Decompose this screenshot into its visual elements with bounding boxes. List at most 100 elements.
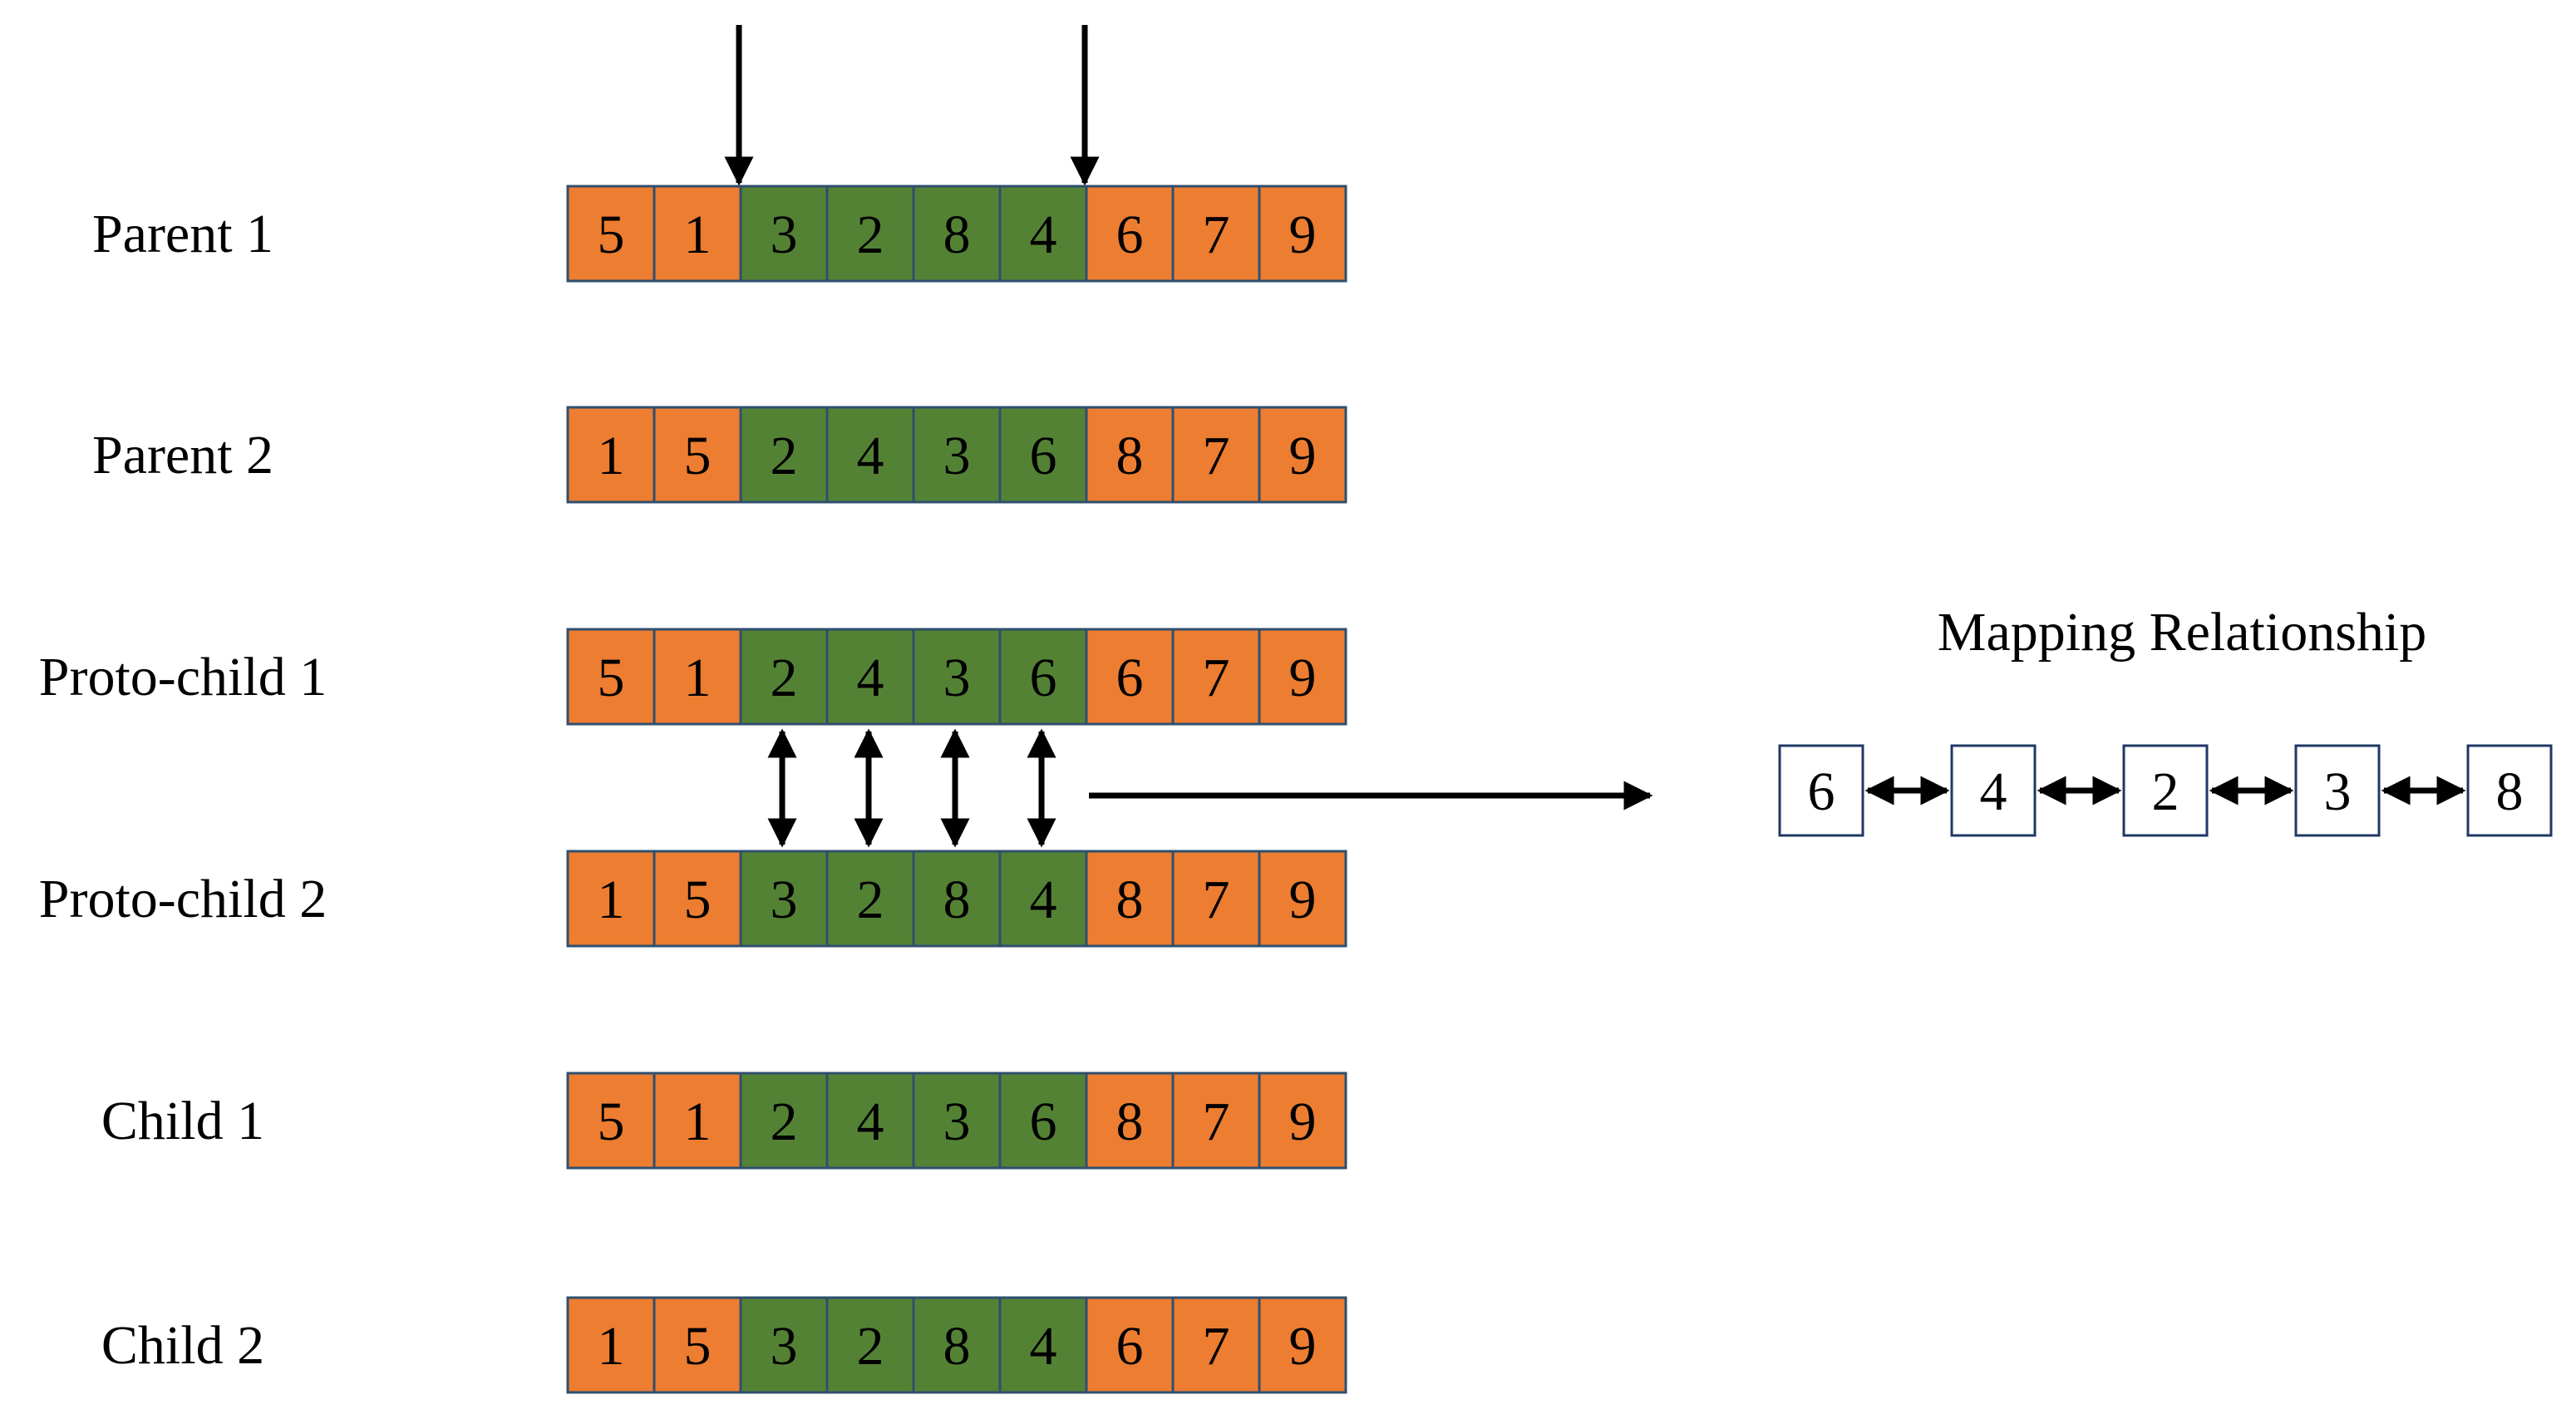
gene-cell: [1171, 850, 1261, 948]
gene-value: 8: [943, 1316, 971, 1377]
gene-value: 8: [943, 204, 971, 265]
gene-cell: [739, 628, 829, 726]
gene-cell: [1085, 185, 1175, 283]
gene-value: 9: [1289, 426, 1317, 486]
gene-value: 6: [1116, 204, 1144, 265]
gene-value: 8: [1116, 870, 1144, 930]
gene-cell: [1085, 406, 1175, 504]
gene-cell: [653, 628, 742, 726]
gene-cell: [1258, 406, 1347, 504]
mapping-box: [2294, 744, 2381, 837]
gene-cell: [1171, 628, 1261, 726]
gene-value: 2: [857, 1316, 884, 1377]
gene-value: 6: [1116, 648, 1144, 708]
gene-value: 7: [1203, 870, 1230, 930]
swap-arrows: [767, 728, 1057, 848]
gene-cell: [912, 850, 1002, 948]
row-label: Proto-child 2: [39, 869, 327, 929]
gene-value: 1: [598, 1316, 625, 1377]
gene-value: 5: [598, 204, 625, 265]
gene-value: 2: [771, 426, 798, 486]
gene-cell: [912, 628, 1002, 726]
gene-cell: [739, 1072, 829, 1170]
gene-value: 1: [684, 204, 712, 265]
gene-cell: [825, 628, 915, 726]
gene-value: 5: [598, 648, 625, 708]
gene-value: 3: [771, 870, 798, 930]
gene-value: 7: [1203, 648, 1230, 708]
gene-value: 6: [1030, 648, 1057, 708]
gene-cell: [1171, 406, 1261, 504]
gene-value: 1: [598, 426, 625, 486]
mapping-box: [1778, 744, 1864, 837]
gene-cell: [825, 185, 915, 283]
gene-cell: [1258, 1296, 1347, 1394]
gene-cell: [998, 185, 1088, 283]
gene-value: 1: [684, 1091, 712, 1152]
gene-cell: [998, 628, 1088, 726]
gene-value: 2: [857, 204, 884, 265]
gene-value: 4: [1030, 204, 1057, 265]
row-label: Parent 2: [92, 425, 273, 485]
gene-cell: [1171, 1296, 1261, 1394]
gene-value: 6: [1030, 1091, 1057, 1152]
gene-cell: [912, 1296, 1002, 1394]
gene-value: 3: [943, 426, 971, 486]
gene-cell: [739, 185, 829, 283]
gene-value: 5: [684, 870, 712, 930]
gene-cell: [998, 406, 1088, 504]
gene-value: 1: [598, 870, 625, 930]
gene-value: 7: [1203, 426, 1230, 486]
mapping-box: [2466, 744, 2553, 837]
mapping-value: 4: [1980, 761, 2007, 822]
gene-value: 5: [684, 426, 712, 486]
gene-value: 2: [771, 648, 798, 708]
gene-value: 2: [771, 1091, 798, 1152]
gene-value: 8: [943, 870, 971, 930]
gene-cell: [1258, 850, 1347, 948]
gene-cell: [998, 1296, 1088, 1394]
gene-value: 3: [943, 648, 971, 708]
gene-cell: [739, 850, 829, 948]
mapping-value: 3: [2324, 761, 2352, 822]
gene-cell: [912, 1072, 1002, 1170]
gene-cell: [1171, 1072, 1261, 1170]
gene-value: 9: [1289, 870, 1317, 930]
row-label: Child 2: [101, 1315, 264, 1376]
gene-value: 5: [598, 1091, 625, 1152]
gene-value: 9: [1289, 1316, 1317, 1377]
gene-cell: [1258, 1072, 1347, 1170]
row-label: Proto-child 1: [39, 647, 327, 707]
gene-cell: [912, 406, 1002, 504]
gene-value: 2: [857, 870, 884, 930]
mapping-value: 8: [2496, 761, 2524, 822]
gene-value: 8: [1116, 426, 1144, 486]
mapping-chain: 6 4 2 3 8: [1778, 744, 2553, 837]
mapping-value: 2: [2152, 761, 2180, 822]
gene-cell: [998, 850, 1088, 948]
gene-cell: [653, 1072, 742, 1170]
gene-value: 9: [1289, 1091, 1317, 1152]
gene-cell: [566, 406, 656, 504]
gene-value: 4: [857, 426, 884, 486]
gene-cell: [566, 1296, 656, 1394]
gene-value: 7: [1203, 204, 1230, 265]
gene-cell: [825, 850, 915, 948]
gene-cell: [653, 406, 742, 504]
gene-cell: [1258, 185, 1347, 283]
gene-value: 1: [684, 648, 712, 708]
gene-value: 4: [857, 1091, 884, 1152]
gene-value: 4: [1030, 870, 1057, 930]
mapping-box: [1950, 744, 2037, 837]
gene-cell: [1171, 185, 1261, 283]
mapping-value: 6: [1808, 761, 1835, 822]
gene-value: 3: [943, 1091, 971, 1152]
gene-value: 6: [1116, 1316, 1144, 1377]
